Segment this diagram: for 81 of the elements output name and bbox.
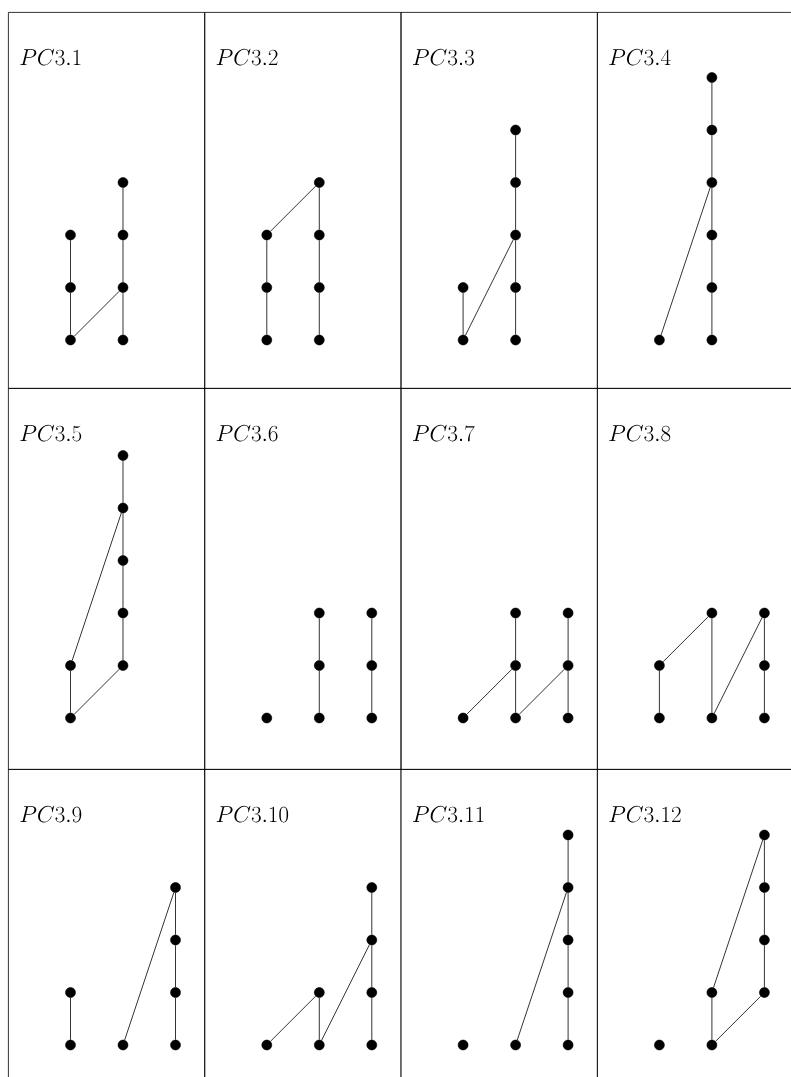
- line-segment: [122, 187, 124, 231]
- line-segment: [711, 617, 713, 714]
- line-segment: [515, 617, 516, 661]
- line-segment: [122, 565, 124, 609]
- line-segment: [71, 512, 122, 661]
- panel: $PC3.10$: [204, 769, 402, 1077]
- panel: $PC3.12$: [596, 769, 791, 1077]
- panel: $PC3.6$: [204, 388, 402, 770]
- line-segment: [371, 944, 373, 988]
- line-segment: [567, 892, 569, 936]
- line-segment: [764, 670, 765, 714]
- line-segment: [70, 239, 71, 283]
- line-segment: [567, 839, 569, 883]
- line-segment: [175, 944, 176, 988]
- line-segment: [122, 239, 124, 283]
- line-segment: [515, 134, 516, 178]
- line-segment: [518, 668, 565, 715]
- line-segment: [462, 292, 464, 336]
- line-segment: [662, 616, 709, 663]
- line-segment: [175, 997, 176, 1041]
- line-segment: [371, 670, 373, 714]
- line-segment: [124, 892, 175, 1041]
- line-segment: [266, 292, 268, 336]
- line-segment: [270, 995, 316, 1042]
- line-segment: [70, 292, 71, 336]
- line-segment: [711, 134, 713, 178]
- line-segment: [659, 670, 660, 714]
- line-segment: [515, 670, 516, 714]
- panel: $PC3.7$: [400, 388, 598, 770]
- line-segment: [70, 997, 71, 1041]
- panel: $PC3.4$: [596, 12, 791, 389]
- line-segment: [270, 185, 316, 232]
- line-segment: [711, 82, 713, 126]
- line-segment: [122, 512, 124, 556]
- line-segment: [122, 292, 124, 336]
- line-segment: [715, 995, 762, 1042]
- line-segment: [318, 292, 320, 336]
- panel: $PC3.3$: [400, 12, 598, 389]
- line-segment: [318, 187, 320, 231]
- line-segment: [465, 239, 514, 336]
- panel: $PC3.9$: [8, 769, 206, 1077]
- line-segment: [318, 239, 320, 283]
- line-segment: [266, 239, 268, 283]
- line-segment: [711, 292, 713, 336]
- line-segment: [122, 617, 124, 661]
- line-segment: [567, 944, 569, 988]
- line-segment: [371, 617, 373, 661]
- line-segment: [764, 617, 765, 661]
- line-segment: [371, 997, 373, 1041]
- line-segment: [73, 290, 120, 337]
- line-segment: [660, 187, 711, 336]
- line-segment: [516, 892, 567, 1041]
- line-segment: [764, 839, 765, 883]
- line-segment: [711, 187, 713, 231]
- panel: $PC3.2$: [204, 12, 402, 389]
- panel: $PC3.8$: [596, 388, 791, 770]
- line-segment: [567, 617, 569, 661]
- line-segment: [764, 892, 765, 936]
- line-segment: [371, 892, 373, 936]
- line-segment: [175, 892, 176, 936]
- line-segment: [70, 670, 71, 714]
- line-segment: [318, 617, 320, 661]
- line-segment: [764, 944, 765, 988]
- line-segment: [122, 460, 124, 504]
- line-segment: [515, 292, 516, 336]
- panel: $PC3.5$: [8, 388, 206, 770]
- line-segment: [567, 997, 569, 1041]
- line-segment: [515, 239, 516, 283]
- line-segment: [713, 617, 763, 714]
- line-segment: [567, 670, 569, 714]
- line-segment: [466, 668, 513, 715]
- line-segment: [73, 668, 120, 715]
- line-segment: [515, 187, 516, 231]
- line-segment: [711, 997, 713, 1041]
- panel: $PC3.11$: [400, 769, 598, 1077]
- line-segment: [318, 670, 320, 714]
- line-segment: [321, 944, 370, 1041]
- line-segment: [713, 839, 764, 988]
- line-segment: [318, 997, 320, 1041]
- line-segment: [711, 239, 713, 283]
- panel: $PC3.1$: [8, 12, 206, 389]
